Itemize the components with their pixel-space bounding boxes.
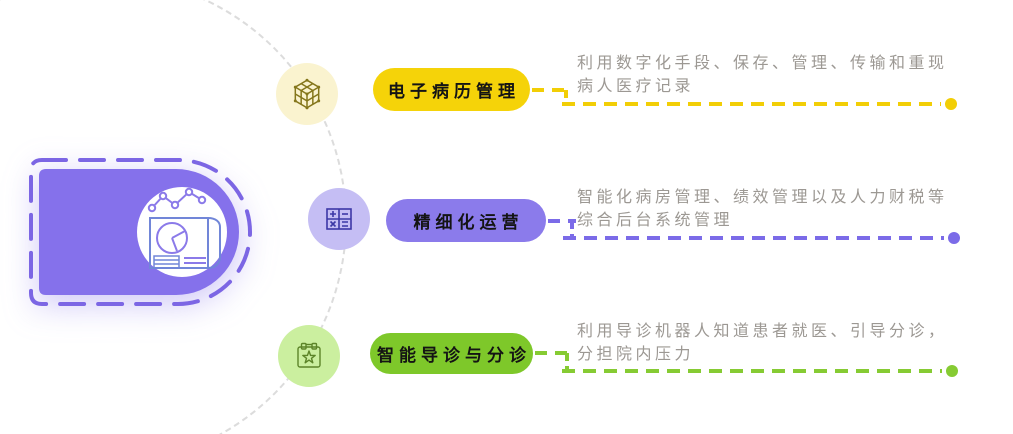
branch-emr-label: 电子病历管理 (388, 82, 520, 101)
branch-emr-end-dot (945, 98, 957, 110)
branch-operations-description: 智能化病房管理、绩效管理以及人力财税等 综合后台系统管理 (577, 186, 977, 232)
branch-emr-connector-v (564, 90, 568, 104)
branch-triage-pill[interactable]: 智能导诊与分诊 (370, 333, 533, 374)
branch-triage-underline (562, 369, 942, 373)
branch-operations-icon-circle (308, 188, 370, 250)
branch-operations-connector-v (570, 221, 574, 238)
branch-triage-icon-circle (278, 325, 340, 387)
branch-emr-desc-line2: 病人医疗记录 (577, 78, 695, 95)
calendar-star-icon (297, 342, 321, 368)
branch-operations-desc-line2: 综合后台系统管理 (577, 212, 734, 229)
calculator-icon (326, 208, 352, 230)
branch-triage-end-dot (946, 365, 958, 377)
branch-operations-underline (563, 236, 944, 240)
branch-emr-pill[interactable]: 电子病历管理 (373, 68, 530, 111)
branch-operations-pill[interactable]: 精细化运营 (386, 199, 546, 242)
branch-emr-icon-circle (276, 63, 338, 125)
branch-triage-label: 智能导诊与分诊 (377, 346, 531, 365)
branch-triage-connector-v (565, 353, 569, 371)
branch-emr-description: 利用数字化手段、保存、管理、传输和重现 病人医疗记录 (577, 52, 977, 98)
branch-emr-underline (562, 102, 941, 106)
branch-triage-description: 利用导诊机器人知道患者就医、引导分诊， 分担院内压力 (577, 320, 977, 366)
branch-triage-desc-line1: 利用导诊机器人知道患者就医、引导分诊， (577, 323, 948, 340)
branch-operations-desc-line1: 智能化病房管理、绩效管理以及人力财税等 (577, 189, 948, 206)
central-node[interactable] (26, 156, 262, 312)
branch-triage-desc-line2: 分担院内压力 (577, 346, 695, 363)
chart-blueprint-icon (147, 187, 221, 269)
branch-operations-connector-h (548, 219, 576, 223)
central-node-dashed-border (29, 158, 252, 306)
branch-emr-desc-line1: 利用数字化手段、保存、管理、传输和重现 (577, 55, 948, 72)
branch-triage-connector-h (535, 351, 569, 355)
branch-operations-label: 精细化运营 (413, 213, 524, 232)
branch-operations-end-dot (948, 232, 960, 244)
cube-3d-icon (293, 78, 321, 110)
branch-emr-connector-h (532, 88, 568, 92)
